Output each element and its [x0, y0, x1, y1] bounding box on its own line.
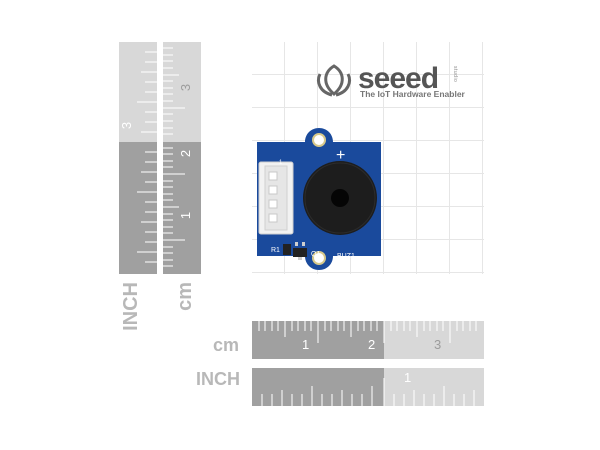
- silk-pin1: 1: [279, 160, 283, 166]
- bottom-inch-number: 1: [404, 370, 412, 385]
- buzzer-hole: [331, 189, 349, 207]
- bottom-cm-unit-label: cm: [213, 335, 240, 355]
- left-cm-number: 1: [178, 211, 194, 220]
- mounting-hole-bottom: [312, 251, 326, 265]
- bottom-cm-ruler-light-band: [384, 321, 484, 359]
- left-cm-ruler-light-band: [163, 42, 201, 142]
- silk-buz1: BUZ1: [337, 253, 355, 260]
- seeed-logo: seeed The IoT Hardware Enabler studio: [314, 62, 465, 102]
- grove-buzzer-board: + R1 Q1 BUZ1 1: [257, 128, 381, 270]
- left-inch-ruler: [119, 42, 157, 274]
- bottom-cm-number: 1: [302, 337, 310, 352]
- silk-plus: +: [336, 147, 345, 164]
- resistor-r1: [283, 244, 291, 255]
- left-inch-number: 3: [119, 121, 135, 130]
- left-cm-ruler-dark-band: [163, 142, 201, 274]
- left-cm-unit-label: cm: [174, 282, 196, 311]
- logo-studio-tag: studio: [452, 66, 458, 83]
- bottom-cm-number: 3: [434, 337, 442, 352]
- bottom-inch-unit-label: INCH: [196, 369, 240, 389]
- bottom-cm-ruler: [252, 321, 484, 359]
- logo-wordmark: seeed: [358, 62, 439, 95]
- left-inch-unit-label: INCH: [120, 282, 142, 331]
- left-cm-number: 2: [178, 149, 194, 158]
- bottom-cm-number: 2: [368, 337, 376, 352]
- silk-r1: R1: [271, 247, 280, 254]
- silk-q1: Q1: [311, 251, 320, 258]
- left-cm-number: 3: [178, 83, 194, 92]
- left-cm-ruler: [163, 42, 201, 274]
- logo-tagline: The IoT Hardware Enabler: [360, 89, 465, 99]
- bottom-inch-ruler: [252, 368, 484, 406]
- mounting-hole-top: [312, 133, 326, 147]
- seeed-leaf-icon: [317, 64, 351, 97]
- transistor-q1: [293, 248, 307, 257]
